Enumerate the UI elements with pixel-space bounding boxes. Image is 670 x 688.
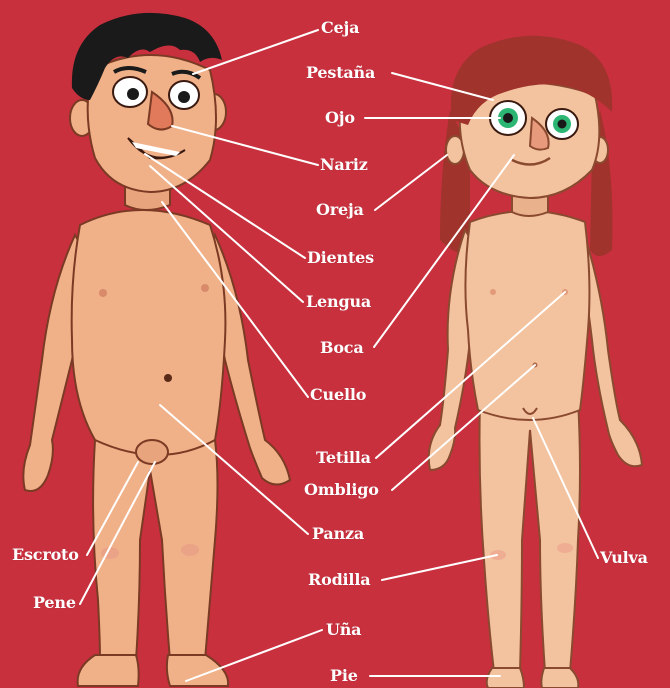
boy-pupil-right xyxy=(178,91,190,103)
label-pestana: Pestaña xyxy=(306,63,375,83)
label-rodilla: Rodilla xyxy=(308,570,370,590)
girl-foot-left xyxy=(487,668,524,688)
line-oreja xyxy=(375,155,447,210)
label-tetilla: Tetilla xyxy=(316,448,371,468)
boy-foot-left xyxy=(78,655,139,686)
label-pene: Pene xyxy=(33,593,76,613)
girl-foot-right xyxy=(541,668,578,688)
label-boca: Boca xyxy=(320,338,364,358)
label-cuello: Cuello xyxy=(310,385,366,405)
label-dientes: Dientes xyxy=(307,248,374,268)
boy-pupil-left xyxy=(127,88,139,100)
label-panza: Panza xyxy=(312,524,364,544)
label-vulva: Vulva xyxy=(600,548,648,568)
girl-nipple-left xyxy=(490,289,496,295)
label-ceja: Ceja xyxy=(321,18,359,38)
label-lengua: Lengua xyxy=(306,292,371,312)
label-una: Uña xyxy=(326,620,361,640)
girl-pupil-right xyxy=(558,120,567,129)
girl-knee-right xyxy=(557,543,573,553)
girl-torso xyxy=(465,211,589,420)
boy-knee-right xyxy=(181,544,199,556)
boy-figure xyxy=(23,13,290,686)
boy-foot-right xyxy=(167,655,228,686)
label-oreja: Oreja xyxy=(316,200,364,220)
label-escroto: Escroto xyxy=(12,545,79,565)
girl-legs xyxy=(480,400,581,672)
line-rodilla xyxy=(382,555,497,580)
girl-figure xyxy=(429,36,642,688)
boy-nipple-right xyxy=(201,284,209,292)
label-nariz: Nariz xyxy=(320,155,368,175)
label-ojo: Ojo xyxy=(325,108,355,128)
label-pie: Pie xyxy=(330,666,358,686)
label-ombligo: Ombligo xyxy=(304,480,379,500)
boy-genitals xyxy=(136,440,168,464)
boy-nipple-left xyxy=(99,289,107,297)
boy-torso xyxy=(72,210,226,455)
boy-navel xyxy=(164,374,172,382)
girl-pupil-left xyxy=(503,113,513,123)
